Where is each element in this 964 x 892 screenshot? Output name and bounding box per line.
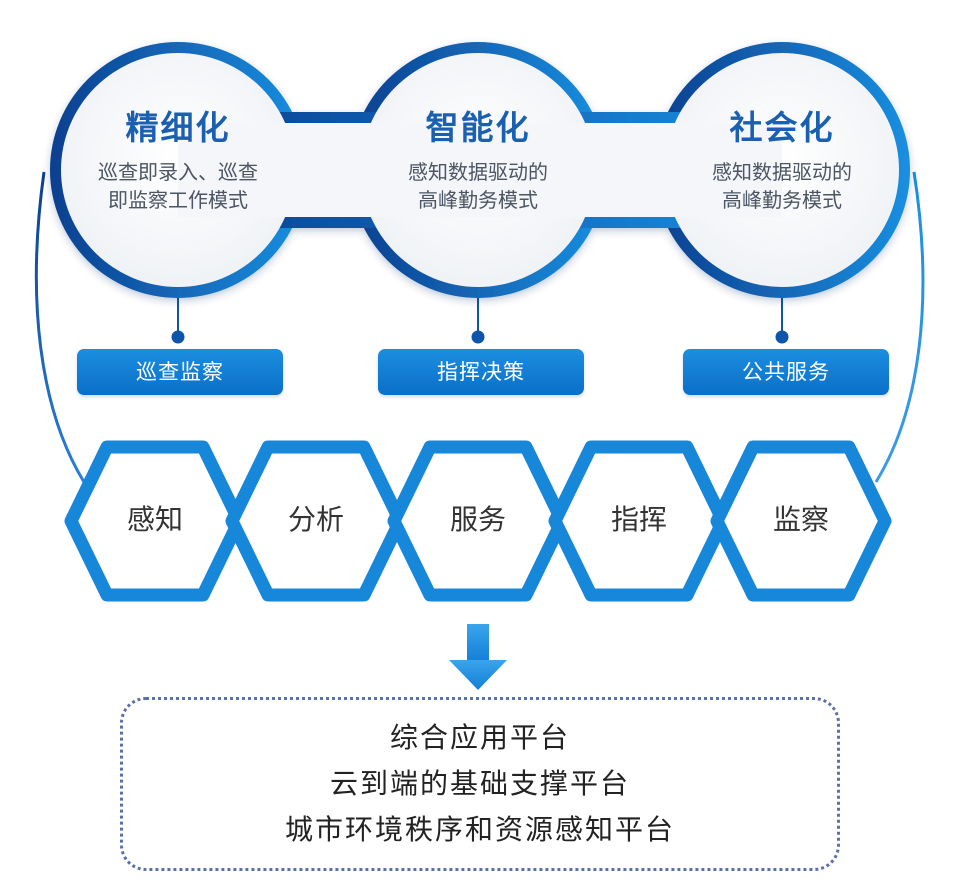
pillar-desc: 巡查即录入、巡查 即监察工作模式 bbox=[58, 158, 298, 214]
pillar-desc-line: 感知数据驱动的 bbox=[712, 160, 852, 184]
platforms-box: 综合应用平台 云到端的基础支撑平台 城市环境秩序和资源感知平台 bbox=[120, 697, 840, 871]
hexagon bbox=[710, 440, 892, 602]
down-arrow-icon bbox=[449, 624, 507, 690]
left-arc bbox=[34, 171, 86, 483]
step-command: 指挥 bbox=[610, 503, 667, 536]
pillar-desc-line: 高峰勤务模式 bbox=[418, 188, 538, 212]
pillar-title: 智能化 bbox=[425, 108, 531, 147]
pillar-social: 社会化 感知数据驱动的 高峰勤务模式 bbox=[662, 108, 902, 214]
pillar-desc: 感知数据驱动的 高峰勤务模式 bbox=[662, 158, 902, 214]
pillar-title: 精细化 bbox=[125, 108, 231, 147]
right-arc bbox=[874, 171, 925, 483]
step-service: 服务 bbox=[449, 503, 506, 536]
pillar-title: 社会化 bbox=[729, 108, 835, 147]
pillar-intelligent: 智能化 感知数据驱动的 高峰勤务模式 bbox=[358, 108, 598, 214]
circle-fill bbox=[61, 53, 899, 287]
pillar-refined: 精细化 巡查即录入、巡查 即监察工作模式 bbox=[58, 108, 298, 214]
pillar-desc-line: 高峰勤务模式 bbox=[722, 188, 842, 212]
step-sense: 感知 bbox=[126, 503, 183, 536]
badge-patrol-inspection: 巡查监察 bbox=[77, 349, 283, 395]
pillar-desc-line: 感知数据驱动的 bbox=[408, 160, 548, 184]
pillar-desc: 感知数据驱动的 高峰勤务模式 bbox=[358, 158, 598, 214]
circle-bridge-inner bbox=[178, 123, 782, 217]
platform-perception: 城市环境秩序和资源感知平台 bbox=[284, 813, 675, 846]
badge-public-service: 公共服务 bbox=[683, 349, 889, 395]
pillar-desc-line: 即监察工作模式 bbox=[108, 188, 248, 212]
step-inspect: 监察 bbox=[772, 503, 829, 536]
pillar-desc-line: 巡查即录入、巡查 bbox=[98, 160, 258, 184]
connector-dot bbox=[471, 330, 485, 344]
hexagon-chain bbox=[64, 440, 892, 602]
connector-dot bbox=[171, 330, 185, 344]
platform-cloud-edge: 云到端的基础支撑平台 bbox=[329, 767, 630, 800]
platform-application: 综合应用平台 bbox=[389, 721, 570, 754]
connector-dot bbox=[775, 330, 789, 344]
step-analyze: 分析 bbox=[287, 503, 344, 536]
badge-command-decision: 指挥决策 bbox=[378, 349, 584, 395]
connectors bbox=[171, 290, 789, 344]
